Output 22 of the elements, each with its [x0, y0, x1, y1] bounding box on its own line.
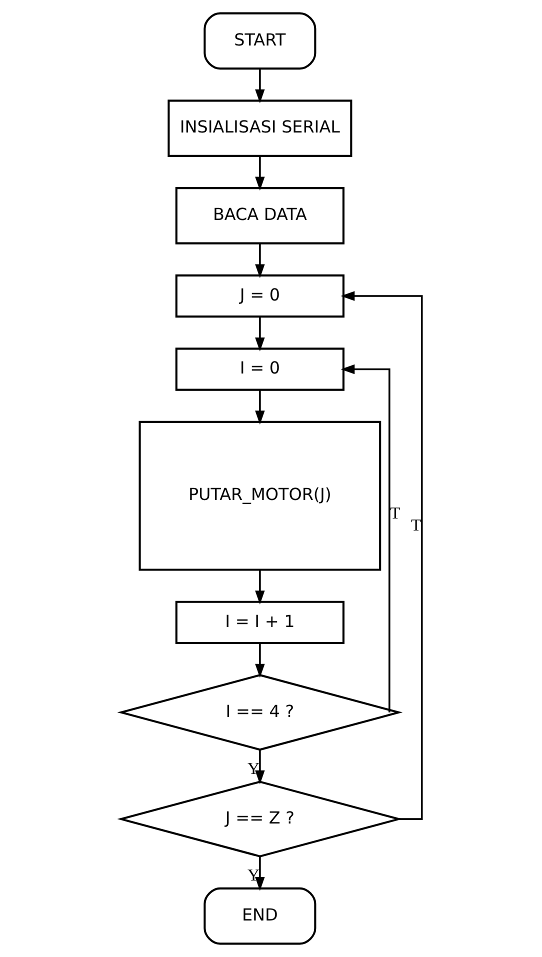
arrow — [340, 291, 422, 820]
edge-label: T — [390, 503, 400, 522]
arrow — [254, 390, 264, 425]
edge-label: T — [410, 515, 421, 534]
arrow — [254, 243, 264, 278]
node-diamond: I == 4 ? — [116, 674, 402, 751]
arrow — [254, 643, 264, 678]
node-box: START — [203, 12, 316, 70]
arrow — [254, 856, 264, 891]
node-box: END — [203, 887, 316, 945]
arrow — [340, 364, 390, 712]
node-box: INSIALISASI SERIAL — [167, 100, 352, 157]
node-box: J = 0 — [174, 274, 344, 318]
arrow — [254, 68, 264, 104]
node-box: I = 0 — [174, 348, 344, 391]
arrow — [254, 156, 264, 191]
node-box: PUTAR_MOTOR(J) — [138, 420, 381, 571]
node-box: BACA DATA — [174, 187, 344, 244]
node-box: I = I + 1 — [174, 600, 344, 644]
arrow — [254, 750, 264, 784]
arrow — [254, 570, 264, 604]
arrow — [254, 316, 264, 352]
